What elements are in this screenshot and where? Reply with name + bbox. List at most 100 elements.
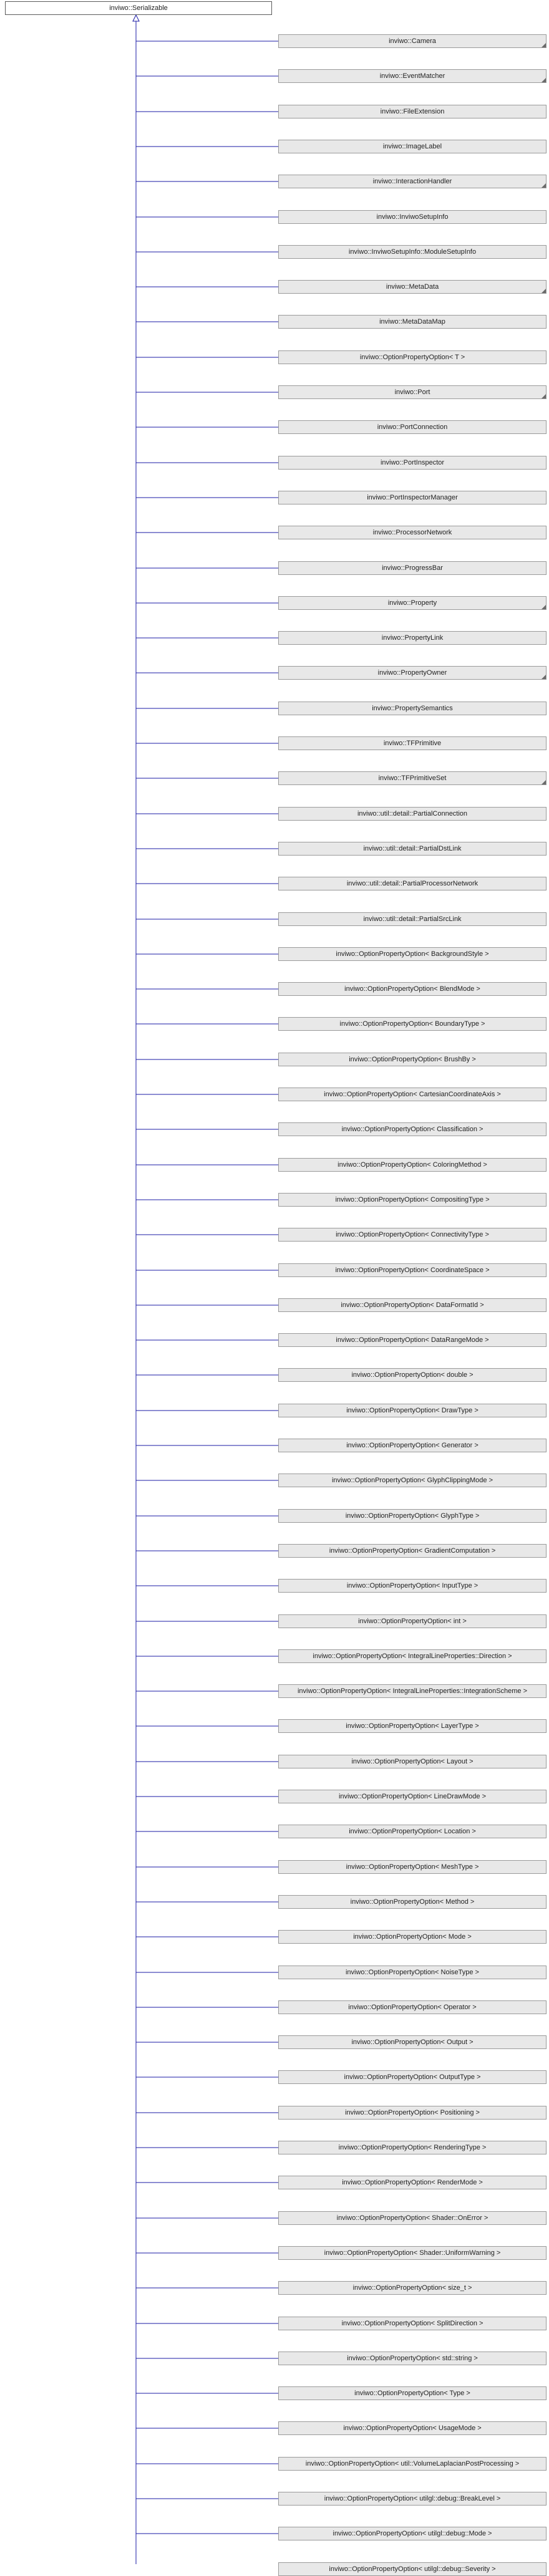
class-node[interactable]: inviwo::OptionPropertyOption< MeshType > <box>278 1860 547 1874</box>
class-node[interactable]: inviwo::OptionPropertyOption< Positionin… <box>278 2106 547 2120</box>
class-node[interactable]: inviwo::util::detail::PartialConnection <box>278 807 547 821</box>
class-node[interactable]: inviwo::OptionPropertyOption< RenderMode… <box>278 2176 547 2189</box>
class-node[interactable]: inviwo::OptionPropertyOption< Background… <box>278 947 547 961</box>
class-node-label: inviwo::OptionPropertyOption< Classifica… <box>341 1126 483 1133</box>
class-node[interactable]: inviwo::OptionPropertyOption< Mode > <box>278 1930 547 1944</box>
class-node[interactable]: inviwo::InteractionHandler <box>278 175 547 188</box>
class-node-label: inviwo::OptionPropertyOption< ColoringMe… <box>338 1161 487 1169</box>
class-node[interactable]: inviwo::OptionPropertyOption< DrawType > <box>278 1404 547 1417</box>
class-node[interactable]: inviwo::OptionPropertyOption< RenderingT… <box>278 2141 547 2154</box>
class-node-label: inviwo::OptionPropertyOption< IntegralLi… <box>297 1687 528 1695</box>
class-node[interactable]: inviwo::OptionPropertyOption< T > <box>278 350 547 364</box>
class-node-label: inviwo::OptionPropertyOption< Connectivi… <box>336 1231 489 1238</box>
class-node[interactable]: inviwo::OptionPropertyOption< CartesianC… <box>278 1088 547 1101</box>
class-node-label: inviwo::PropertyLink <box>381 634 444 642</box>
class-node[interactable]: inviwo::PortInspectorManager <box>278 491 547 504</box>
class-node[interactable]: inviwo::MetaData <box>278 280 547 294</box>
class-node[interactable]: inviwo::OptionPropertyOption< utilgl::de… <box>278 2527 547 2540</box>
collapsed-subclasses-marker <box>542 183 546 188</box>
class-node[interactable]: inviwo::OptionPropertyOption< Classifica… <box>278 1122 547 1136</box>
class-node[interactable]: inviwo::OptionPropertyOption< SplitDirec… <box>278 2317 547 2330</box>
class-node[interactable]: inviwo::OptionPropertyOption< Method > <box>278 1895 547 1909</box>
class-node[interactable]: inviwo::InviwoSetupInfo::ModuleSetupInfo <box>278 245 547 259</box>
class-node[interactable]: inviwo::PropertySemantics <box>278 702 547 715</box>
class-node[interactable]: inviwo::OptionPropertyOption< GradientCo… <box>278 1544 547 1558</box>
class-node[interactable]: inviwo::PortInspector <box>278 456 547 470</box>
class-node-label: inviwo::OptionPropertyOption< Operator > <box>348 2004 477 2011</box>
class-node[interactable]: inviwo::Camera <box>278 34 547 48</box>
class-node[interactable]: inviwo::OptionPropertyOption< GlyphClipp… <box>278 1474 547 1487</box>
class-node[interactable]: inviwo::Property <box>278 596 547 610</box>
class-node[interactable]: inviwo::TFPrimitiveSet <box>278 771 547 785</box>
class-node[interactable]: inviwo::OptionPropertyOption< Type > <box>278 2386 547 2400</box>
class-node[interactable]: inviwo::OptionPropertyOption< NoiseType … <box>278 1966 547 1979</box>
class-node[interactable]: inviwo::OptionPropertyOption< IntegralLi… <box>278 1684 547 1698</box>
class-node-label: inviwo::util::detail::PartialProcessorNe… <box>346 880 479 887</box>
class-node[interactable]: inviwo::OptionPropertyOption< OutputType… <box>278 2070 547 2084</box>
class-node[interactable]: inviwo::OptionPropertyOption< utilgl::de… <box>278 2562 547 2576</box>
class-node[interactable]: inviwo::OptionPropertyOption< InputType … <box>278 1579 547 1593</box>
class-node[interactable]: inviwo::OptionPropertyOption< Operator > <box>278 2000 547 2014</box>
root-node[interactable]: inviwo::Serializable <box>5 1 272 15</box>
class-node[interactable]: inviwo::OptionPropertyOption< DataRangeM… <box>278 1333 547 1347</box>
class-node[interactable]: inviwo::Port <box>278 385 547 399</box>
class-node[interactable]: inviwo::OptionPropertyOption< BlendMode … <box>278 982 547 996</box>
class-node[interactable]: inviwo::OptionPropertyOption< double > <box>278 1368 547 1382</box>
class-node-label: inviwo::TFPrimitiveSet <box>378 774 447 782</box>
class-node[interactable]: inviwo::MetaDataMap <box>278 315 547 329</box>
class-node[interactable]: inviwo::OptionPropertyOption< int > <box>278 1614 547 1628</box>
class-node-label: inviwo::OptionPropertyOption< UsageMode … <box>343 2424 482 2432</box>
class-node[interactable]: inviwo::OptionPropertyOption< size_t > <box>278 2281 547 2295</box>
class-node[interactable]: inviwo::EventMatcher <box>278 69 547 83</box>
class-node[interactable]: inviwo::OptionPropertyOption< Generator … <box>278 1439 547 1452</box>
class-node[interactable]: inviwo::OptionPropertyOption< DataFormat… <box>278 1298 547 1312</box>
class-node[interactable]: inviwo::OptionPropertyOption< GlyphType … <box>278 1509 547 1523</box>
class-node-label: inviwo::OptionPropertyOption< Layout > <box>351 1758 474 1765</box>
class-node[interactable]: inviwo::OptionPropertyOption< Connectivi… <box>278 1228 547 1242</box>
class-node[interactable]: inviwo::OptionPropertyOption< Coordinate… <box>278 1263 547 1277</box>
class-node-label: inviwo::OptionPropertyOption< Shader::Un… <box>324 2249 501 2257</box>
class-node-label: inviwo::OptionPropertyOption< Shader::On… <box>336 2214 488 2222</box>
class-node-label: inviwo::OptionPropertyOption< Output > <box>351 2038 474 2046</box>
class-node-label: inviwo::PortConnection <box>377 423 448 431</box>
class-node[interactable]: inviwo::TFPrimitive <box>278 736 547 750</box>
collapsed-subclasses-marker <box>542 394 546 398</box>
class-node[interactable]: inviwo::OptionPropertyOption< BrushBy > <box>278 1053 547 1066</box>
class-node[interactable]: inviwo::OptionPropertyOption< Layout > <box>278 1755 547 1768</box>
class-node-label: inviwo::MetaData <box>386 283 439 291</box>
class-node[interactable]: inviwo::ProcessorNetwork <box>278 526 547 539</box>
class-node[interactable]: inviwo::OptionPropertyOption< Compositin… <box>278 1193 547 1207</box>
class-node[interactable]: inviwo::PropertyOwner <box>278 666 547 680</box>
class-node[interactable]: inviwo::OptionPropertyOption< Location > <box>278 1825 547 1838</box>
class-node[interactable]: inviwo::OptionPropertyOption< IntegralLi… <box>278 1649 547 1663</box>
class-node[interactable]: inviwo::OptionPropertyOption< Shader::On… <box>278 2211 547 2225</box>
class-node-label: inviwo::OptionPropertyOption< T > <box>359 354 465 361</box>
class-node[interactable]: inviwo::FileExtension <box>278 105 547 118</box>
class-node[interactable]: inviwo::OptionPropertyOption< std::strin… <box>278 2352 547 2365</box>
class-node[interactable]: inviwo::OptionPropertyOption< LayerType … <box>278 1719 547 1733</box>
class-node[interactable]: inviwo::OptionPropertyOption< BoundaryTy… <box>278 1017 547 1031</box>
class-node[interactable]: inviwo::util::detail::PartialDstLink <box>278 842 547 856</box>
class-node-label: inviwo::EventMatcher <box>379 72 445 80</box>
class-node-label: inviwo::OptionPropertyOption< SplitDirec… <box>341 2320 483 2327</box>
class-node[interactable]: inviwo::util::detail::PartialProcessorNe… <box>278 877 547 890</box>
class-node-label: inviwo::OptionPropertyOption< Background… <box>336 950 489 958</box>
class-node[interactable]: inviwo::OptionPropertyOption< utilgl::de… <box>278 2492 547 2506</box>
class-node[interactable]: inviwo::util::detail::PartialSrcLink <box>278 912 547 926</box>
class-node-label: inviwo::OptionPropertyOption< BlendMode … <box>344 985 480 993</box>
class-node[interactable]: inviwo::PortConnection <box>278 420 547 434</box>
class-node[interactable]: inviwo::OptionPropertyOption< Output > <box>278 2035 547 2049</box>
class-node[interactable]: inviwo::OptionPropertyOption< UsageMode … <box>278 2421 547 2435</box>
class-node[interactable]: inviwo::OptionPropertyOption< ColoringMe… <box>278 1158 547 1172</box>
class-node[interactable]: inviwo::OptionPropertyOption< util::Volu… <box>278 2457 547 2471</box>
class-node[interactable]: inviwo::ProgressBar <box>278 561 547 575</box>
class-node[interactable]: inviwo::InviwoSetupInfo <box>278 210 547 224</box>
class-node-label: inviwo::OptionPropertyOption< RenderingT… <box>338 2144 487 2151</box>
class-node[interactable]: inviwo::OptionPropertyOption< Shader::Un… <box>278 2246 547 2260</box>
class-node-label: inviwo::OptionPropertyOption< size_t > <box>352 2284 472 2292</box>
class-node[interactable]: inviwo::OptionPropertyOption< LineDrawMo… <box>278 1790 547 1803</box>
class-node[interactable]: inviwo::PropertyLink <box>278 631 547 645</box>
class-node[interactable]: inviwo::ImageLabel <box>278 140 547 153</box>
collapsed-subclasses-marker <box>542 605 546 609</box>
